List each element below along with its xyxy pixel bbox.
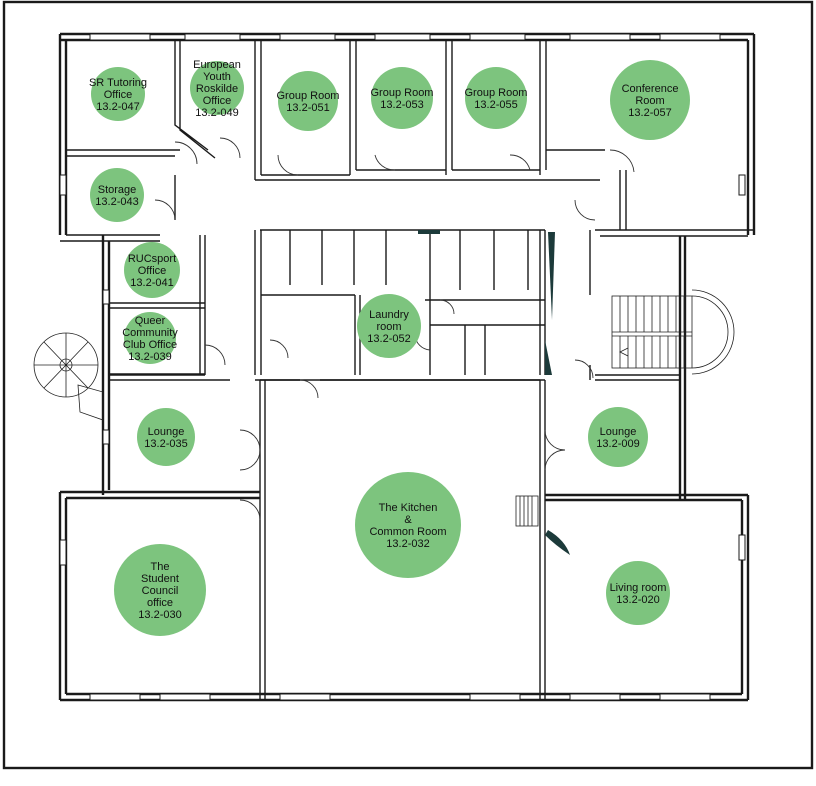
room-marker-circle bbox=[357, 294, 421, 358]
room-marker-circle bbox=[588, 407, 648, 467]
room-label-line: 13.2-020 bbox=[616, 594, 659, 606]
room-label-line: Group Room bbox=[465, 87, 528, 99]
room-label-line: Lounge bbox=[600, 426, 637, 438]
room-label-line: Council bbox=[142, 585, 179, 597]
room-label-line: RUCsport bbox=[128, 253, 176, 265]
room-label-line: 13.2-051 bbox=[286, 102, 329, 114]
windows bbox=[59, 33, 746, 701]
room-marker-circle bbox=[371, 67, 433, 129]
room-label-line: 13.2-049 bbox=[195, 107, 238, 119]
room-marker-circle bbox=[610, 60, 690, 140]
room-marker-circle bbox=[355, 472, 461, 578]
room-label-line: Club Office bbox=[123, 339, 177, 351]
room-marker-circle bbox=[606, 561, 670, 625]
room-label-line: Common Room bbox=[369, 526, 446, 538]
spiral-staircase bbox=[33, 332, 104, 421]
room-label-line: office bbox=[147, 597, 173, 609]
room-marker-circle bbox=[465, 67, 527, 129]
room-label-line: 13.2-032 bbox=[386, 538, 429, 550]
room-label-line: Roskilde bbox=[196, 83, 238, 95]
room-label-line: 13.2-043 bbox=[95, 196, 138, 208]
room-label-line: Group Room bbox=[371, 87, 434, 99]
room-label-line: Youth bbox=[203, 71, 231, 83]
room-label-line: Group Room bbox=[277, 90, 340, 102]
room-marker-circle bbox=[91, 67, 145, 121]
room-label-line: 13.2-039 bbox=[128, 351, 171, 363]
room-label-line: room bbox=[376, 321, 401, 333]
room-label-line: Office bbox=[104, 89, 133, 101]
room-marker-circle bbox=[190, 61, 244, 115]
doors bbox=[154, 137, 635, 521]
room-label-line: Conference bbox=[622, 83, 679, 95]
room-label-line: Room bbox=[635, 95, 664, 107]
room-label-line: The bbox=[151, 561, 170, 573]
room-label-line: Office bbox=[138, 265, 167, 277]
room-label-line: SR Tutoring bbox=[89, 77, 147, 89]
room-marker-circle bbox=[278, 71, 338, 131]
small-staircase bbox=[515, 495, 570, 555]
room-label-line: Queer bbox=[135, 315, 166, 327]
room-label-line: 13.2-035 bbox=[144, 438, 187, 450]
room-label-line: 13.2-030 bbox=[138, 609, 181, 621]
room-label-line: & bbox=[404, 514, 412, 526]
room-label-line: Lounge bbox=[148, 426, 185, 438]
room-label-line: 13.2-041 bbox=[130, 277, 173, 289]
room-label-line: Student bbox=[141, 573, 179, 585]
room-label-line: 13.2-055 bbox=[474, 99, 517, 111]
room-label-line: Storage bbox=[98, 184, 137, 196]
room-marker-circle bbox=[124, 312, 176, 364]
main-staircase bbox=[611, 289, 735, 375]
room-label-line: Office bbox=[203, 95, 232, 107]
room-label-line: 13.2-052 bbox=[367, 333, 410, 345]
room-label-line: 13.2-053 bbox=[380, 99, 423, 111]
room-marker-circle bbox=[137, 408, 195, 466]
room-label-line: Living room bbox=[610, 582, 667, 594]
room-label-line: Community bbox=[122, 327, 178, 339]
room-label-line: 13.2-057 bbox=[628, 107, 671, 119]
room-marker-circle bbox=[114, 544, 206, 636]
room-markers: SR TutoringOffice13.2-047EuropeanYouthRo… bbox=[89, 59, 690, 636]
room-label-line: European bbox=[193, 59, 241, 71]
room-label-line: 13.2-009 bbox=[596, 438, 639, 450]
room-marker-circle bbox=[90, 168, 144, 222]
room-marker-circle bbox=[124, 242, 180, 298]
page-border bbox=[2, 0, 814, 770]
room-label-line: Laundry bbox=[369, 309, 409, 321]
room-label-line: The Kitchen bbox=[379, 502, 438, 514]
room-label-line: 13.2-047 bbox=[96, 101, 139, 113]
